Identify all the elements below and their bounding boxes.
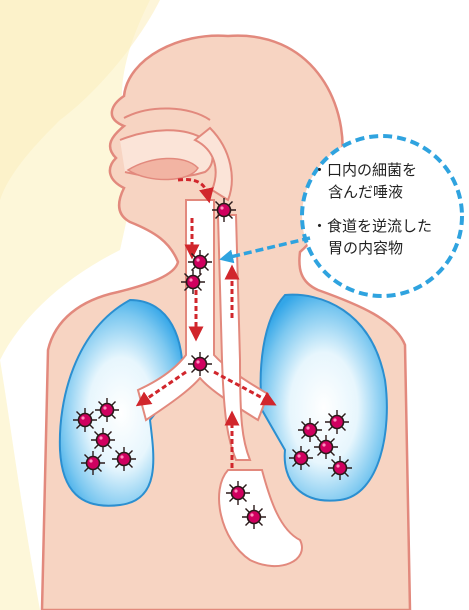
bacteria-icon bbox=[212, 198, 236, 222]
bacteria-icon bbox=[181, 270, 205, 294]
callout-text: ・口内の細菌を 含んだ唾液 ・食道を逆流した 胃の内容物 bbox=[298, 150, 468, 280]
bacteria-icon bbox=[188, 250, 212, 274]
bacteria-icon bbox=[325, 410, 349, 434]
bacteria-icon bbox=[314, 435, 338, 459]
bacteria-icon bbox=[328, 456, 352, 480]
callout-item-2-line1: ・食道を逆流した bbox=[312, 216, 432, 237]
bacteria-icon bbox=[289, 446, 313, 470]
callout-item-1-line1: ・口内の細菌を bbox=[312, 160, 417, 181]
bacteria-icon bbox=[188, 352, 212, 376]
bacteria-icon bbox=[81, 451, 105, 475]
bacteria-icon bbox=[91, 428, 115, 452]
bacteria-icon bbox=[242, 505, 266, 529]
bacteria-icon bbox=[226, 481, 250, 505]
bacteria-icon bbox=[298, 418, 322, 442]
bacteria-icon bbox=[73, 408, 97, 432]
bacteria-icon bbox=[112, 447, 136, 471]
callout-item-2-line2: 胃の内容物 bbox=[328, 238, 403, 259]
bacteria-icon bbox=[95, 398, 119, 422]
callout-item-1-line2: 含んだ唾液 bbox=[328, 182, 403, 203]
